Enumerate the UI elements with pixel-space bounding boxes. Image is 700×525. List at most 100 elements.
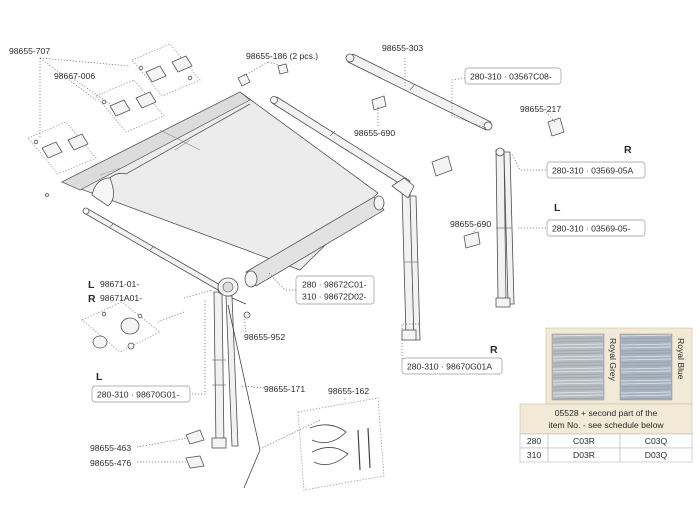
- label-280-310-03569-05: 280-310 · 03569-05-: [552, 224, 630, 234]
- swatch-texture-line: [552, 376, 604, 379]
- swatch-texture-line: [552, 379, 604, 382]
- row-size: 280: [527, 436, 542, 446]
- swatch-texture-line: [552, 397, 604, 400]
- end-cap-detail-box: [81, 301, 161, 353]
- swatch-texture-line: [552, 391, 604, 394]
- swatch-texture-line: [552, 364, 604, 367]
- label-98655-303: 98655-303: [382, 43, 423, 53]
- label-280-310-98670g01: 280-310 · 98670G01-: [97, 390, 179, 400]
- swatch-texture-line: [620, 385, 672, 388]
- swatch-texture-line: [620, 334, 672, 337]
- label-box-280-310-03567c08: 280-310 · 03567C08-: [464, 67, 562, 85]
- label-box-98670g01: 280-310 · 98670G01-: [91, 385, 191, 403]
- rear-arm-tube: [270, 96, 411, 188]
- label-box-98670g01a: 280-310 · 98670G01A: [401, 357, 503, 375]
- swatch-texture-line: [552, 334, 604, 337]
- right-far-leg: [495, 147, 515, 308]
- swatch-texture-line: [552, 343, 604, 346]
- swatch-texture-line: [552, 370, 604, 373]
- swatch-texture-line: [552, 337, 604, 340]
- label-280-98672c01: 280 · 98672C01-: [302, 280, 367, 290]
- swatch-texture-line: [620, 340, 672, 343]
- row-grey-code: D03R: [573, 450, 595, 460]
- table-header-line1: 05528 + second part of the: [555, 408, 658, 418]
- label-98655-690-mid: 98655-690: [450, 219, 491, 229]
- swatch-texture-line: [552, 361, 604, 364]
- label-box-280-310-03569-05: 280-310 · 03569-05-: [546, 219, 646, 237]
- label-280-310-03569-05a: 280-310 · 03569-05A: [552, 166, 633, 176]
- swatch-texture-line: [620, 355, 672, 358]
- table-header-line2: item No. - see schedule below: [548, 420, 664, 430]
- swatch-texture-line: [620, 382, 672, 385]
- label-98655-217: 98655-217: [520, 104, 561, 114]
- label-98671a01: 98671A01-: [100, 293, 142, 303]
- label-310-98672d02: 310 · 98672D02-: [302, 292, 367, 302]
- label-280-310-98670g01a: 280-310 · 98670G01A: [407, 362, 492, 372]
- swatch-texture-line: [620, 367, 672, 370]
- label-98655-476: 98655-476: [90, 458, 131, 468]
- swatch-texture-line: [620, 388, 672, 391]
- swatch-texture-line: [552, 340, 604, 343]
- row-grey-code: C03R: [573, 436, 595, 446]
- swatch-texture-line: [620, 370, 672, 373]
- swatch-texture-line: [552, 358, 604, 361]
- awning-canvas: [61, 91, 379, 271]
- table-row: 280 C03R C03Q: [519, 433, 693, 449]
- swatch-texture-line: [552, 373, 604, 376]
- swatch-texture-line: [552, 367, 604, 370]
- swatch-texture-line: [552, 355, 604, 358]
- swatch-texture-line: [620, 364, 672, 367]
- small-hardware-parts: [45, 63, 565, 489]
- row-blue-code: D03Q: [645, 450, 668, 460]
- swatch-royal-blue: Royal Blue: [619, 333, 686, 401]
- label-98655-952: 98655-952: [244, 332, 285, 342]
- left-end-cap: [217, 277, 239, 297]
- swatch-texture-line: [620, 361, 672, 364]
- label-98655-171: 98655-171: [264, 384, 305, 394]
- swatch-texture-line: [552, 388, 604, 391]
- swatch-royal-grey: Royal Grey: [551, 333, 618, 401]
- label-98655-186: 98655-186 (2 pcs.): [246, 51, 318, 61]
- roller-tube: [244, 195, 385, 288]
- swatch-texture-line: [552, 349, 604, 352]
- side-marker-l-bottom: L: [96, 371, 103, 383]
- label-98655-463: 98655-463: [90, 443, 131, 453]
- table-row: 310 D03R D03Q: [519, 447, 693, 463]
- swatch-texture-line: [552, 382, 604, 385]
- label-box-98672: 280 · 98672C01- 310 · 98672D02-: [295, 275, 375, 305]
- swatch-texture-line: [620, 391, 672, 394]
- swatch-texture-line: [552, 352, 604, 355]
- swatch-texture-line: [552, 385, 604, 388]
- label-280-310-03567c08: 280-310 · 03567C08-: [470, 72, 552, 82]
- label-98655-707: 98655-707: [9, 46, 50, 56]
- label-98671-01: 98671-01-: [100, 279, 139, 289]
- swatch-royal-blue-name: Royal Blue: [676, 338, 686, 380]
- swatch-texture-line: [620, 394, 672, 397]
- leader-lines: [39, 57, 556, 463]
- swatch-texture-line: [620, 352, 672, 355]
- swatch-texture-line: [620, 373, 672, 376]
- swatch-texture-line: [552, 394, 604, 397]
- fastener-box-top: [131, 43, 201, 97]
- label-98655-690-top: 98655-690: [354, 128, 395, 138]
- fastener-box-bottom: [27, 121, 97, 175]
- swatch-texture-line: [552, 346, 604, 349]
- side-marker-r-left: R: [88, 293, 96, 305]
- swatch-texture-line: [620, 397, 672, 400]
- label-98667-006: 98667-006: [54, 71, 95, 81]
- side-marker-r-top: R: [624, 144, 632, 156]
- fastener-box-middle: [95, 79, 165, 133]
- swatch-texture-line: [620, 379, 672, 382]
- left-support-leg: [211, 285, 239, 449]
- row-size: 310: [527, 450, 542, 460]
- label-box-280-310-03569-05a: 280-310 · 03569-05A: [546, 161, 646, 179]
- swatch-texture-line: [620, 349, 672, 352]
- swatch-royal-grey-name: Royal Grey: [608, 338, 618, 382]
- fabric-options-table: Royal Grey Royal Blue 05528 + second par…: [519, 327, 693, 463]
- side-marker-l-mid: L: [554, 202, 561, 214]
- tie-down-kit-box: [297, 397, 385, 491]
- row-blue-code: C03Q: [645, 436, 668, 446]
- side-marker-r-bottom: R: [490, 344, 498, 356]
- swatch-texture-line: [620, 358, 672, 361]
